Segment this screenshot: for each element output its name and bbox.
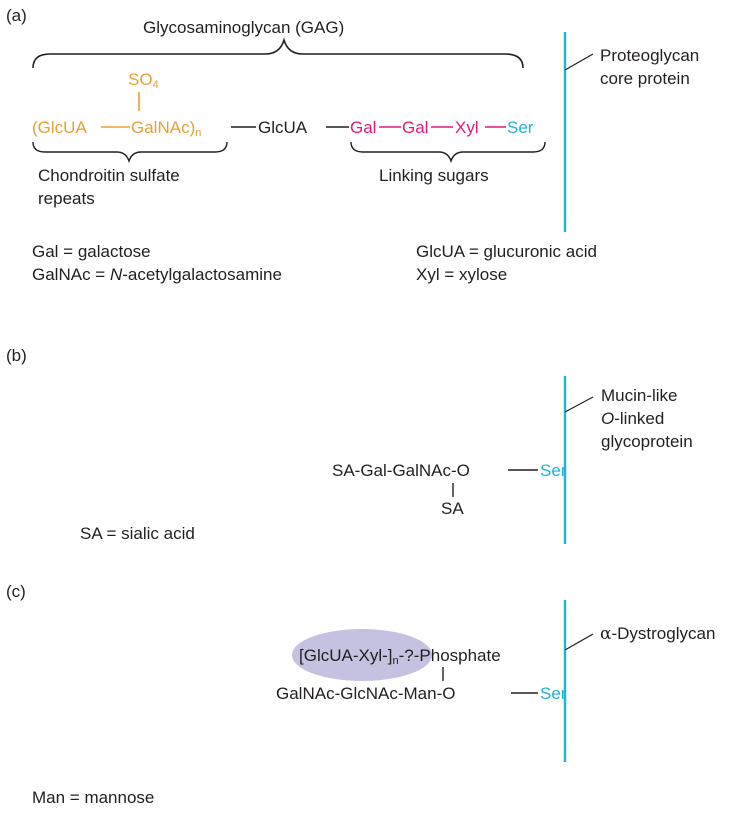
mucin-label-3: glycoprotein <box>601 432 693 451</box>
sa-branch: SA <box>441 499 464 518</box>
proteoglycan-label-1: Proteoglycan <box>600 46 700 65</box>
linking-brace <box>350 141 546 164</box>
dystroglycan-label: α-Dystroglycan <box>600 624 716 644</box>
linking-sugars-label: Linking sugars <box>379 166 489 185</box>
mucin-label-2: O-linked <box>601 409 665 428</box>
dystroglycan-chain: GalNAc-GlcNAc-Man-O <box>276 684 456 703</box>
gal-label-1: Gal <box>350 118 377 137</box>
chondroitin-brace <box>32 141 228 164</box>
glcua-xyl-oval <box>292 629 432 681</box>
panel-a-label: (a) <box>6 6 27 25</box>
legend-glcua: GlcUA = glucuronic acid <box>416 242 597 261</box>
legend-xyl: Xyl = xylose <box>416 265 508 284</box>
panel-b-label: (b) <box>6 346 27 365</box>
protein-pointer-a <box>564 53 594 71</box>
so4-label: SO4 <box>128 70 159 91</box>
chondroitin-label-2: repeats <box>38 189 95 208</box>
panel-c-label: (c) <box>6 582 26 601</box>
protein-pointer-b <box>564 396 594 413</box>
proteoglycan-label-2: core protein <box>600 69 690 88</box>
gal-label-2: Gal <box>402 118 429 137</box>
xyl-label: Xyl <box>455 118 479 137</box>
protein-pointer-c <box>564 633 594 651</box>
gag-title: Glycosaminoglycan (GAG) <box>143 18 345 37</box>
legend-sa: SA = sialic acid <box>80 524 195 543</box>
phosphate-branch: [GlcUA-Xyl-]n-?-Phosphate <box>299 646 501 667</box>
legend-gal: Gal = galactose <box>32 242 151 261</box>
legend-man: Man = mannose <box>32 788 155 807</box>
glcua-label: GlcUA <box>258 118 308 137</box>
gag-brace <box>32 37 524 69</box>
repeat-glcua: (GlcUA <box>32 118 87 137</box>
mucin-label-1: Mucin-like <box>601 386 678 405</box>
legend-galnac: GalNAc = N-acetylgalactosamine <box>32 265 282 284</box>
ser-label-a: Ser <box>507 118 534 137</box>
chondroitin-label-1: Chondroitin sulfate <box>38 166 180 185</box>
repeat-galnac: GalNAc)n <box>131 118 202 139</box>
ser-label-b: Ser <box>540 461 567 480</box>
mucin-chain: SA-Gal-GalNAc-O <box>332 461 470 480</box>
ser-label-c: Ser <box>540 684 567 703</box>
